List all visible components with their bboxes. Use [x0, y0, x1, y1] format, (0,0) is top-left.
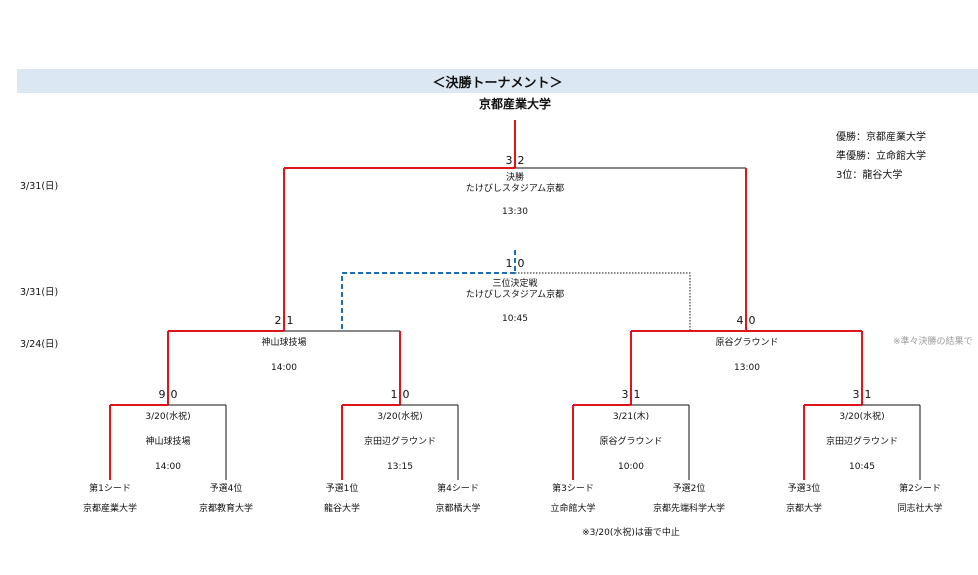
note-right: ※準々決勝の結果で — [893, 337, 973, 347]
qf2-score-left: 1 — [390, 388, 398, 401]
qf4-time: 10:45 — [849, 462, 875, 472]
team-6-name: 京都先端科学大学 — [652, 504, 726, 514]
sf2-venue: 原谷グラウンド — [715, 338, 779, 348]
qf2-score-right: 0 — [402, 388, 410, 401]
sf1-venue: 神山球技場 — [261, 338, 307, 348]
sf2-score-left: 4 — [736, 314, 744, 327]
qf3-venue: 原谷グラウンド — [599, 437, 663, 447]
team-4-seed: 第4シード — [437, 484, 479, 494]
result-runner-up: 準優勝：立命館大学 — [836, 151, 926, 162]
qf1-venue: 神山球技場 — [145, 437, 191, 447]
tournament-title: ＜決勝トーナメント＞ — [17, 69, 978, 93]
final-venue: たけびしスタジアム京都 — [465, 184, 565, 194]
qf4-score-right: 1 — [864, 388, 872, 401]
team-3-name: 龍谷大学 — [323, 504, 361, 514]
date-semifinal: 3/24(日) — [20, 339, 59, 350]
champion-name: 京都産業大学 — [478, 97, 552, 111]
team-3-seed: 予選1位 — [325, 484, 359, 494]
qf1-date: 3/20(水祝) — [145, 412, 191, 422]
third-line-right — [515, 272, 691, 330]
qf3-score-left: 3 — [621, 388, 629, 401]
final-score-right: 2 — [517, 154, 525, 167]
third-venue: たけびしスタジアム京都 — [465, 290, 565, 300]
qf4-venue: 京田辺グラウンド — [825, 437, 899, 447]
qf3-time: 10:00 — [618, 462, 644, 472]
third-name: 三位決定戦 — [492, 279, 538, 289]
qf2-date: 3/20(水祝) — [377, 412, 423, 422]
team-4-name: 京都橘大学 — [435, 504, 481, 514]
team-8-seed: 第2シード — [899, 484, 941, 494]
team-8-name: 同志社大学 — [897, 504, 943, 514]
team-2-seed: 予選4位 — [209, 484, 243, 494]
final-time: 13:30 — [502, 207, 528, 217]
qf1-time: 14:00 — [155, 462, 181, 472]
qf3-date: 3/21(木) — [612, 412, 650, 422]
qf1-score-right: 0 — [170, 388, 178, 401]
third-score-right: 0 — [517, 257, 525, 270]
sf1-time: 14:00 — [271, 363, 297, 373]
team-6-seed: 予選2位 — [672, 484, 706, 494]
qf1-score-left: 9 — [158, 388, 166, 401]
date-third-place: 3/31(日) — [20, 287, 59, 298]
sf2-score-right: 0 — [748, 314, 756, 327]
third-time: 10:45 — [502, 314, 528, 324]
sf1-score-right: 1 — [286, 314, 294, 327]
sf2-time: 13:00 — [734, 363, 760, 373]
date-final: 3/31(日) — [20, 181, 59, 192]
qf3-score-right: 1 — [633, 388, 641, 401]
qf4-score-left: 3 — [852, 388, 860, 401]
footnote: ※3/20(水祝)は雷で中止 — [582, 528, 680, 538]
team-7-name: 京都大学 — [785, 504, 823, 514]
team-2-name: 京都教育大学 — [198, 504, 254, 514]
team-7-seed: 予選3位 — [787, 484, 821, 494]
final-name: 決勝 — [505, 173, 525, 183]
result-winner: 優勝：京都産業大学 — [836, 132, 926, 143]
result-third: 3位：龍谷大学 — [836, 170, 903, 181]
team-1-name: 京都産業大学 — [82, 504, 138, 514]
team-5-name: 立命館大学 — [550, 504, 596, 514]
team-5-seed: 第3シード — [552, 484, 594, 494]
qf2-venue: 京田辺グラウンド — [363, 437, 437, 447]
qf4-date: 3/20(水祝) — [839, 412, 885, 422]
third-line-left — [341, 272, 515, 330]
qf2-time: 13:15 — [387, 462, 413, 472]
sf1-score-left: 2 — [274, 314, 282, 327]
third-score-left: 1 — [505, 257, 513, 270]
team-1-seed: 第1シード — [89, 484, 131, 494]
final-score-left: 3 — [505, 154, 513, 167]
